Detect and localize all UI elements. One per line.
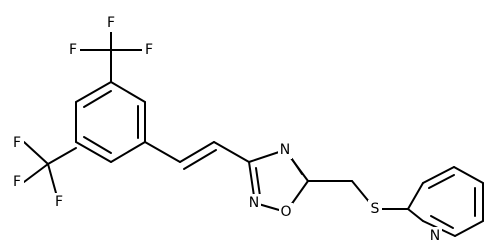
bond	[422, 166, 455, 184]
bond	[83, 136, 112, 154]
atom-label-f: F	[55, 194, 63, 210]
label-background	[104, 14, 118, 32]
benzene-ring	[75, 81, 146, 163]
label-background	[10, 134, 24, 152]
bond	[75, 81, 112, 103]
thioether-pyridine	[307, 166, 484, 237]
atom-label-f: F	[13, 174, 21, 190]
bond	[110, 141, 146, 163]
atom-labels: F F F F F F N N O S N	[10, 14, 442, 245]
atom-label-f: F	[145, 42, 153, 58]
bond	[83, 90, 112, 108]
atom-label-n: N	[280, 142, 290, 158]
bond	[75, 141, 112, 163]
label-background	[368, 200, 382, 218]
bond	[47, 163, 57, 194]
label-background	[142, 41, 156, 59]
bond	[144, 141, 181, 163]
bond	[407, 182, 424, 210]
bond	[291, 158, 303, 175]
bond	[453, 166, 484, 184]
bond	[47, 147, 77, 165]
bond	[428, 174, 455, 189]
label-background	[428, 227, 442, 245]
bond	[183, 149, 217, 170]
label-background	[278, 141, 292, 159]
atom-label-n: N	[249, 195, 259, 211]
cf3-group-left	[23, 141, 77, 194]
label-background	[66, 41, 80, 59]
atom-label-o: O	[280, 204, 291, 220]
label-background	[279, 203, 293, 221]
atom-label-f: F	[13, 135, 21, 151]
bond	[23, 163, 49, 183]
atom-label-n: N	[430, 228, 440, 244]
label-background	[52, 193, 66, 211]
label-background	[10, 173, 24, 191]
atom-label-f: F	[107, 15, 115, 31]
bond	[430, 215, 454, 229]
bond	[255, 167, 261, 197]
bond	[179, 141, 215, 163]
vinyl-linker	[144, 141, 250, 170]
atom-label-f: F	[69, 42, 77, 58]
bond	[454, 220, 484, 237]
atom-label-s: S	[371, 201, 380, 217]
bond	[23, 141, 49, 165]
bond	[407, 208, 424, 222]
label-background	[247, 194, 261, 212]
bond	[213, 141, 250, 163]
bond	[110, 81, 146, 103]
